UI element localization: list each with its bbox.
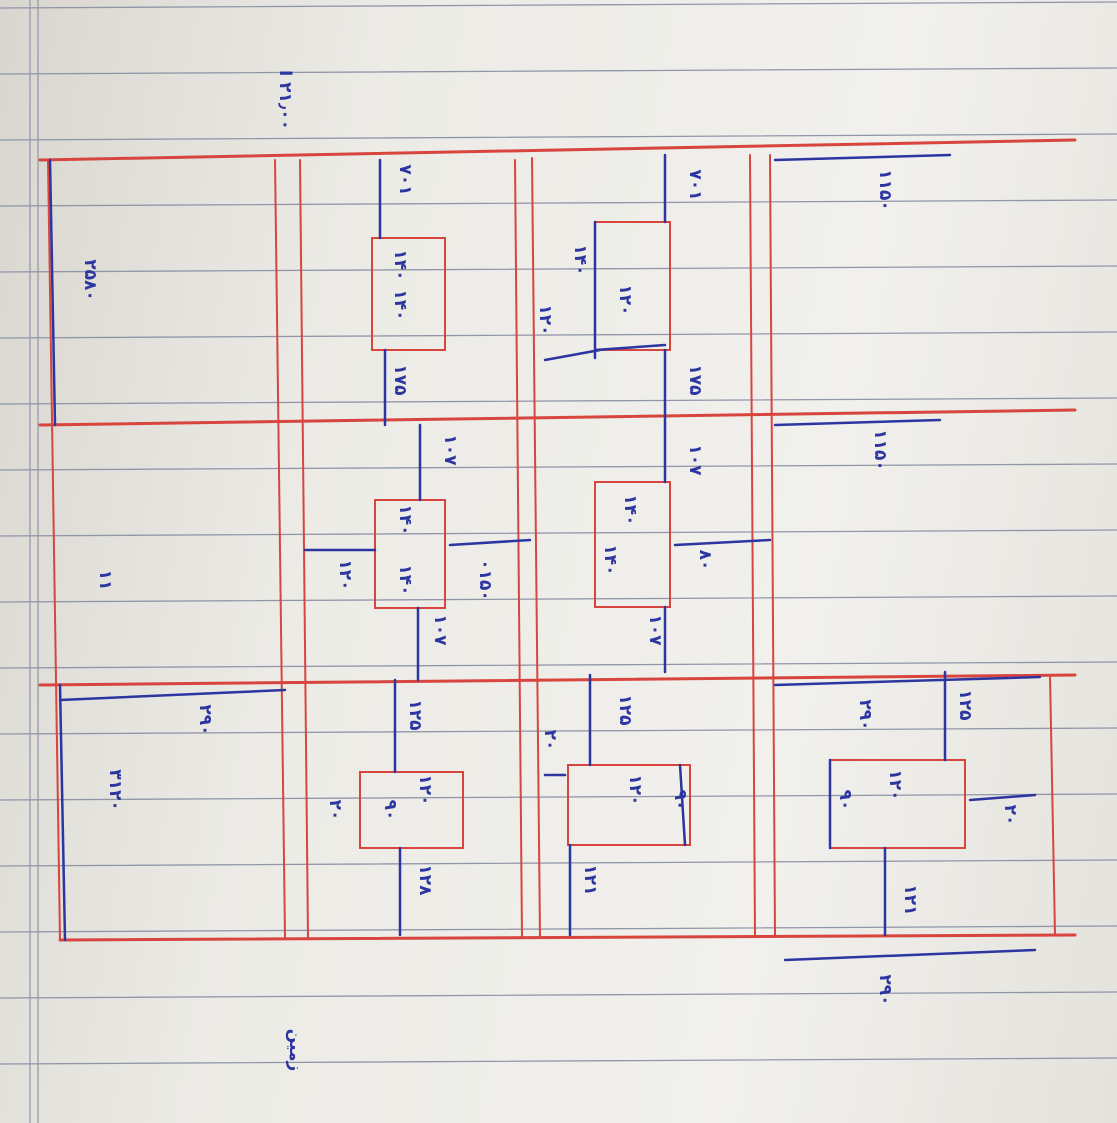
- dimension-label: I ۲۱٫۰۰: [275, 70, 295, 130]
- dimension-label: ۱۲۰: [885, 769, 905, 800]
- dimension-label: ۱۰۷: [430, 614, 450, 646]
- grid-line-vertical: [1049, 674, 1056, 936]
- dimension-line: [58, 683, 67, 942]
- dimension-label: ۲۹۰: [855, 699, 875, 730]
- dimension-label: ۱۲۰: [415, 774, 435, 805]
- dimension-label: ۱۷۵: [390, 364, 410, 395]
- room-box: [567, 764, 691, 846]
- ruled-line: [0, 67, 1117, 75]
- ruled-line: [0, 463, 1117, 471]
- ruled-line: [0, 265, 1117, 273]
- dimension-label: ۱۲۰: [625, 774, 645, 805]
- dimension-label: ۲۰: [540, 730, 560, 751]
- ruled-line: [0, 199, 1117, 207]
- dimension-label: ۱۰۷: [440, 434, 460, 466]
- dimension-line: [58, 688, 287, 702]
- ruled-line: [0, 661, 1117, 669]
- dimension-label: ۱۱: [95, 570, 115, 591]
- dimension-label: زمین: [285, 1029, 305, 1072]
- ruled-line: [0, 991, 1117, 999]
- dimension-label: ۲۵۸۰: [80, 259, 100, 301]
- ruled-line: [0, 727, 1117, 735]
- dimension-label: ۲۰: [325, 800, 345, 821]
- dimension-label: ۱۴۰: [395, 564, 415, 595]
- dimension-line: [593, 343, 667, 352]
- room-box: [359, 771, 464, 849]
- dimension-line: [673, 538, 772, 547]
- dimension-line: [678, 763, 687, 847]
- dimension-label: ۱۲۵: [955, 689, 975, 720]
- dimension-line: [543, 348, 602, 362]
- grid-line-vertical: [769, 154, 776, 937]
- grid-line-horizontal: [38, 138, 1077, 162]
- dimension-label: ۱۲۰: [615, 284, 635, 315]
- grid-line-vertical: [749, 154, 756, 937]
- ruled-line: [0, 133, 1117, 141]
- dimension-label: ۱۴۰: [390, 249, 410, 280]
- grid-line-horizontal: [58, 933, 1077, 942]
- ruled-line: [0, 529, 1117, 537]
- dimension-label: ۰۱۵۰: [475, 559, 495, 601]
- dimension-label: ۸۰: [695, 550, 715, 571]
- dimension-line: [968, 793, 1037, 802]
- grid-line-vertical: [47, 159, 61, 941]
- dimension-label: ۱۴۰: [395, 504, 415, 535]
- dimension-label: ۲۹۰: [195, 704, 215, 735]
- grid-line-vertical: [299, 159, 309, 939]
- dimension-line: [773, 418, 942, 427]
- dimension-label: ۱۰۷: [645, 614, 665, 646]
- dimension-label: ۱۱۵۰: [870, 429, 890, 471]
- dimension-label: ۷۰۱: [685, 169, 705, 200]
- dimension-label: ۹۰: [670, 790, 690, 811]
- grid-line-horizontal: [38, 673, 1077, 687]
- dimension-label: ۲۹۰: [875, 974, 895, 1005]
- dimension-label: ۱۲۱: [580, 864, 600, 895]
- grid-line-vertical: [531, 157, 541, 938]
- dimension-line: [773, 153, 952, 162]
- dimension-line: [448, 538, 532, 547]
- dimension-label: ۱۴۰: [600, 544, 620, 575]
- dimension-label: ۲۰: [1000, 805, 1020, 826]
- ruled-line: [0, 1057, 1117, 1065]
- ruled-line: [0, 925, 1117, 933]
- dimension-label: ۹۰: [835, 790, 855, 811]
- dimension-label: ۱۲۰: [335, 559, 355, 590]
- ruled-line: [0, 793, 1117, 801]
- ruled-line: [0, 331, 1117, 339]
- dimension-label: ۱۲۵: [615, 694, 635, 725]
- dimension-label: ۱۴۰: [620, 494, 640, 525]
- dimension-label: ۹۰: [380, 800, 400, 821]
- dimension-line: [783, 948, 1037, 962]
- grid-line-vertical: [514, 159, 523, 938]
- dimension-label: ۱۰۷: [685, 444, 705, 476]
- dimension-label: ۱۴۰: [570, 244, 590, 275]
- dimension-label: ۷۰۱: [395, 164, 415, 195]
- room-box: [371, 237, 446, 351]
- dimension-line: [48, 158, 57, 427]
- ruled-line: [0, 397, 1117, 405]
- grid-line-horizontal: [38, 408, 1077, 427]
- grid-line-vertical: [274, 159, 286, 939]
- ruled-line: [0, 859, 1117, 867]
- room-box: [594, 481, 671, 608]
- dimension-label: ۳۱۲۰: [105, 769, 125, 811]
- dimension-label: ۱۲۸: [415, 864, 435, 896]
- dimension-label: ۱۲۵: [405, 699, 425, 730]
- dimension-label: ۱۴۰: [390, 289, 410, 320]
- dimension-label: ۱۲۱: [900, 884, 920, 915]
- room-box: [374, 499, 446, 609]
- ruled-line: [0, 1, 1117, 9]
- dimension-label: ۱۱۵۰: [875, 169, 895, 211]
- dimension-line: [773, 675, 1042, 687]
- dimension-label: ۱۷۵: [685, 364, 705, 395]
- ruled-line: [0, 595, 1117, 603]
- dimension-label: ۱۲۰: [535, 304, 555, 335]
